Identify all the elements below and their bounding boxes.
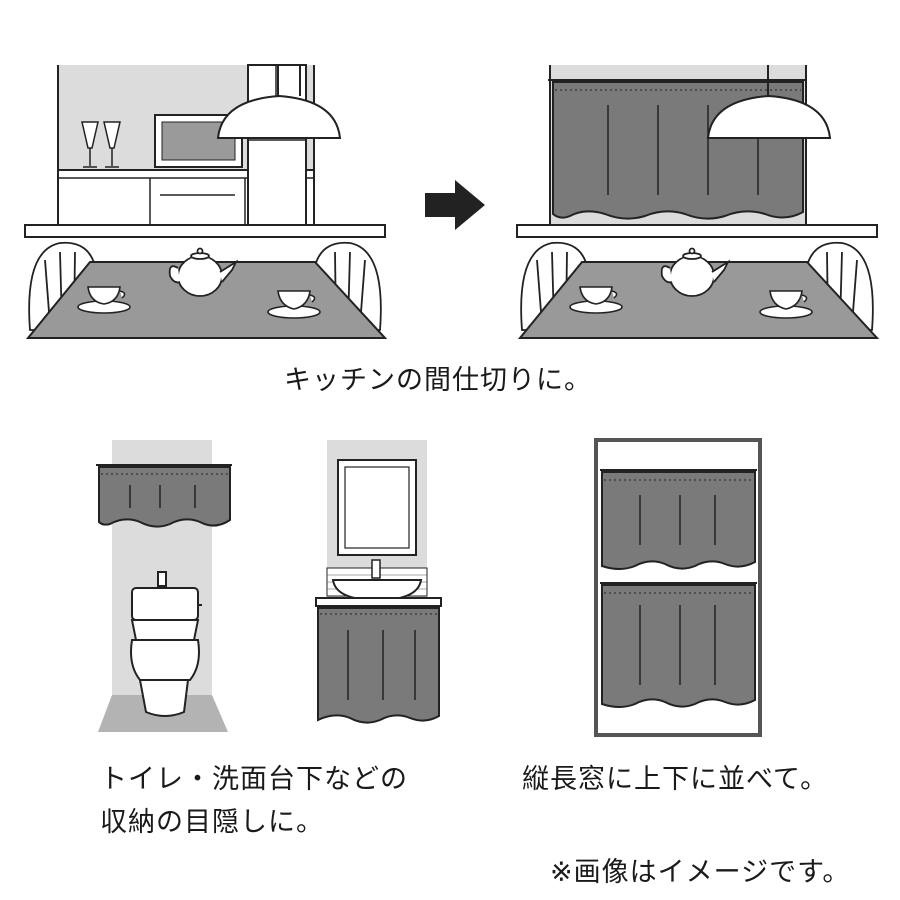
curtain-window-top [601, 471, 756, 570]
dining-table [25, 261, 388, 339]
toilet-caption-line1: トイレ・洗面台下などの [100, 764, 408, 795]
toilet-caption-line2: 収納の目隠しに。 [100, 807, 324, 838]
kitchen-caption: キッチンの間仕切りに。 [284, 365, 592, 396]
wine-glasses [81, 121, 121, 168]
window-caption: 縦長窓に上下に並べて。 [522, 764, 829, 795]
pendant-lamp [216, 94, 342, 139]
toilet [130, 571, 202, 717]
curtain-window-bottom [601, 584, 756, 708]
curtain-toilet [98, 466, 231, 528]
teapot [168, 247, 239, 297]
teacup-right [267, 290, 321, 319]
image-note: ※画像はイメージです。 [550, 857, 851, 888]
teacup-left [77, 286, 131, 314]
